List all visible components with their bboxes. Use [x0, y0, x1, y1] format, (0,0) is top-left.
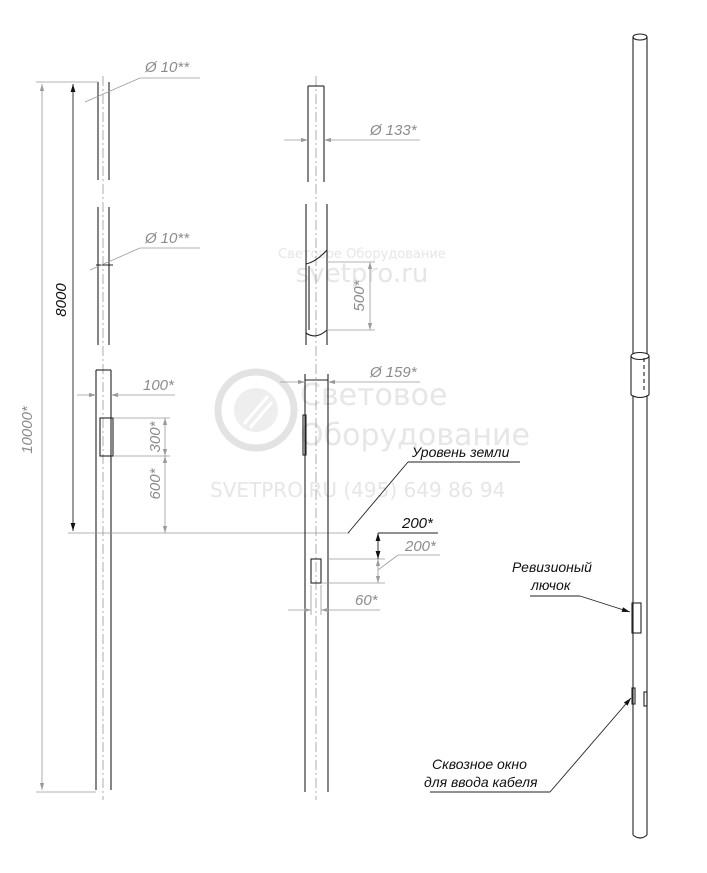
- watermark: Световое Оборудование svetpro.ru Светово…: [210, 247, 530, 502]
- right-pole-view: [430, 33, 650, 839]
- middle-pole-view: [280, 76, 520, 800]
- diameter-icon: Ø: [144, 59, 158, 76]
- window-depth-label: 200*: [401, 515, 434, 532]
- left-pole-view: [77, 76, 200, 800]
- above-ground-height-label: 8000: [53, 283, 70, 317]
- diameter-icon: Ø: [369, 364, 383, 381]
- ground-level-label: Уровень земли: [411, 444, 510, 460]
- hatch-width-label: 100*: [143, 377, 175, 394]
- overall-dimensions: [36, 81, 350, 793]
- middle-window-outline: [310, 558, 322, 584]
- cable-window-label-line1: Сквозное окно: [432, 756, 527, 772]
- sleeve-length-label: 500*: [351, 279, 368, 311]
- left-hatch-outline: [99, 417, 114, 457]
- watermark-big-line2: Оборудование: [300, 418, 530, 453]
- right-window-right: [643, 691, 648, 707]
- revision-hatch-label-line2: лючок: [530, 577, 572, 593]
- overall-height-label: 10000*: [19, 405, 36, 454]
- revision-hatch-label-line1: Ревизионый: [512, 559, 592, 575]
- hatch-elevation-label: 600*: [147, 467, 164, 499]
- right-hatch-outline: [631, 602, 642, 634]
- watermark-logo-icon: [214, 368, 298, 452]
- window-height-label: 200*: [404, 538, 437, 555]
- hatch-height-label: 300*: [147, 420, 164, 452]
- watermark-contact: SVETPRO.RU (495) 649 86 94: [210, 478, 505, 502]
- diameter-icon: Ø: [144, 230, 158, 247]
- watermark-small-line1: Световое Оборудование: [278, 247, 446, 262]
- watermark-big-line1: Световое: [300, 378, 447, 413]
- diameter-icon: Ø: [369, 122, 383, 139]
- window-width-label: 60*: [355, 592, 379, 609]
- watermark-small-line2: svetpro.ru: [296, 259, 429, 289]
- right-window-left: [631, 687, 636, 705]
- cable-window-label-line2: для ввода кабеля: [424, 774, 538, 790]
